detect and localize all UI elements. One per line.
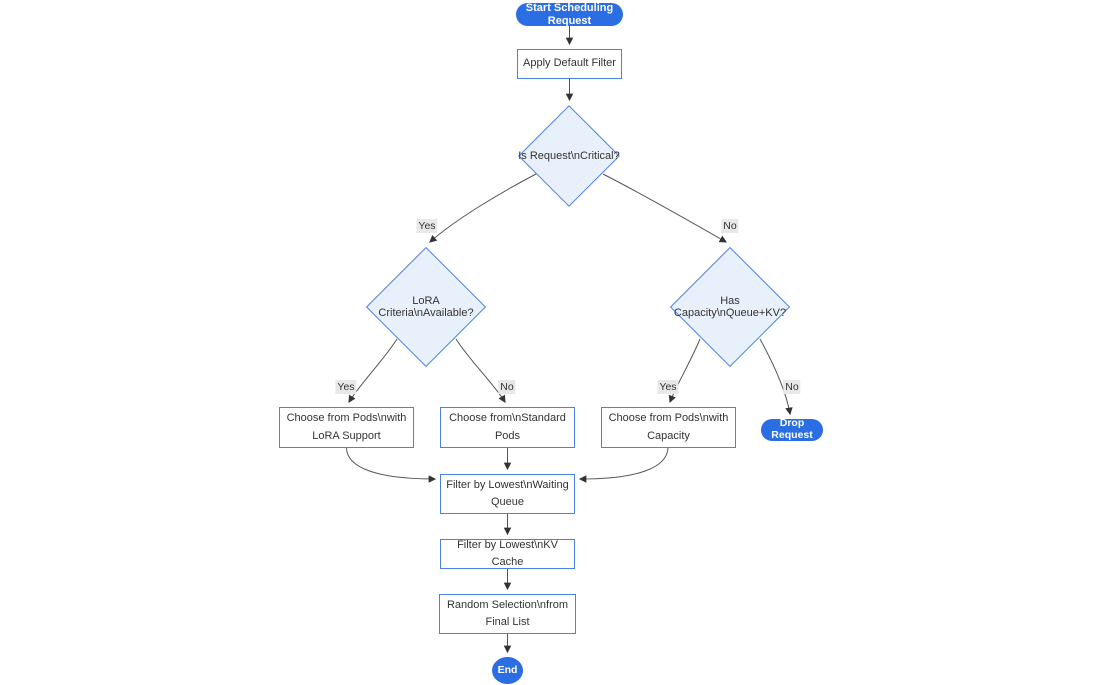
decision-label: LoRA Criteria\nAvailable? [378,295,474,319]
apply-default-filter-node: Apply Default Filter [517,49,622,79]
end-node: End [492,657,523,684]
edge-lora-yes-podslora [348,338,398,403]
decision-label: Has Capacity\nQueue+KV? [673,295,787,319]
drop-request-node: Drop Request [761,418,823,441]
edge-capacity-yes-podscap [668,338,701,404]
choose-standard-pods-node: Choose from\nStandard Pods [440,407,575,448]
edge-label-lora-yes: Yes [335,380,357,394]
edge-lora-no-podsstd [455,338,506,403]
filter-lowest-kv-cache-node: Filter by Lowest\nKV Cache [440,539,575,569]
lora-criteria-available-decision: LoRA Criteria\nAvailable? [365,246,487,368]
edge-critical-no-capacity [602,173,727,243]
edge-podslora-filterqueue [346,447,437,483]
edge-label-lora-no: No [498,380,516,394]
decision-label: Is Request\nCritical? [518,150,620,162]
filter-lowest-waiting-queue-node: Filter by Lowest\nWaiting Queue [440,474,575,514]
edge-label-capacity-yes: Yes [657,380,679,394]
has-capacity-queue-kv-decision: Has Capacity\nQueue+KV? [669,246,791,368]
choose-pods-with-capacity-node: Choose from Pods\nwith Capacity [601,407,736,448]
is-request-critical-decision: Is Request\nCritical? [518,105,620,207]
edge-podscap-filterqueue [578,447,669,483]
edge-label-critical-yes: Yes [416,219,438,233]
choose-pods-lora-support-node: Choose from Pods\nwith LoRA Support [279,407,414,448]
random-selection-node: Random Selection\nfrom Final List [439,594,576,634]
edge-label-critical-no: No [721,219,739,233]
start-node: Start Scheduling Request [516,2,623,27]
edge-critical-yes-lora [429,173,537,243]
edge-label-capacity-no: No [783,380,801,394]
edge-capacity-no-drop [759,338,793,416]
